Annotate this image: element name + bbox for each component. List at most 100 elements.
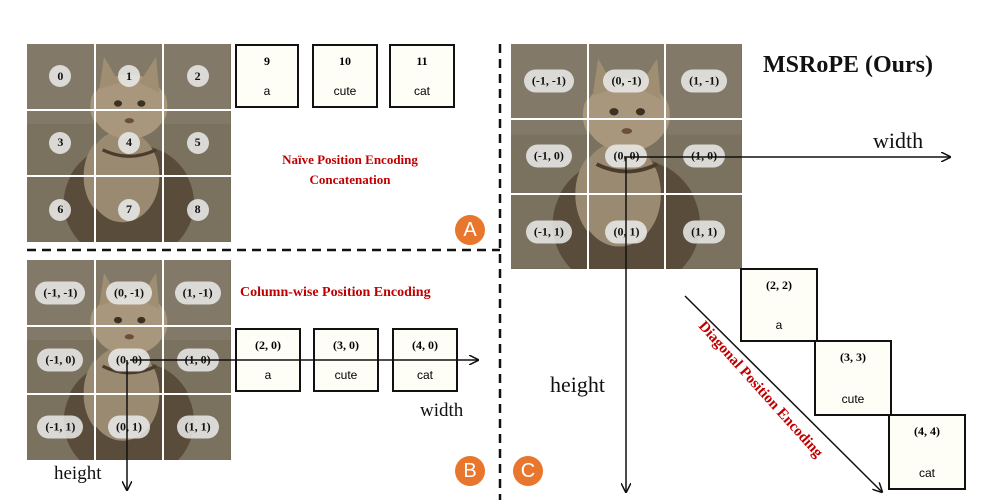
token-index: (4, 0) [412,338,438,352]
image-tile: (0, 1) [95,394,163,460]
image-tile: (1, 0) [666,119,742,194]
panel-a-image-grid: 0 1 2 3 4 5 6 7 8 [27,44,231,242]
token-index: 10 [339,54,351,68]
image-tile: (1, -1) [164,260,231,326]
position-label: (1, -1) [174,281,221,305]
token-word: cute [334,368,358,382]
image-tile: 0 [27,44,94,109]
position-label: 8 [186,198,209,221]
token-word: cute [841,392,865,406]
position-label: 7 [117,198,140,221]
image-tile: 8 [164,177,231,242]
position-label: (-1, -1) [35,281,86,305]
panel-a-token-cute: 10 cute [312,44,378,108]
token-word: a [263,84,271,98]
position-label: (1, 0) [683,144,726,168]
token-index: 9 [264,54,270,68]
image-tile: 4 [95,110,163,176]
position-label: (-1, 0) [525,144,572,168]
position-label: (0, 0) [107,348,150,372]
token-word: cat [416,368,433,382]
panel-c-token-cat: (4, 4) cat [888,414,966,490]
position-label: (0, -1) [603,69,650,93]
position-label: (-1, -1) [523,69,574,93]
position-label: 6 [49,198,72,221]
image-tile: (1, 0) [164,327,231,393]
panel-c-token-cute: (3, 3) cute [814,340,892,416]
image-tile: (-1, 1) [27,394,94,460]
image-tile: (1, -1) [666,44,742,118]
panel-a-title-line1: Naïve Position Encoding [282,152,418,167]
cat-photo-fragment [95,44,163,109]
panel-c-height-label: height [550,372,605,397]
image-tile: 2 [164,44,231,109]
position-label: 3 [49,131,72,154]
token-word: cat [413,84,430,98]
image-tile: (-1, -1) [27,260,94,326]
token-index: (3, 0) [333,338,359,352]
image-tile: 3 [27,110,94,176]
position-label: (1, -1) [681,69,728,93]
panel-b-width-label: width [420,400,464,421]
panel-c-title: MSRoPE (Ours) [763,52,933,78]
panel-b-badge: B [455,456,485,486]
panel-b-image-grid: (-1, -1) (0, -1) (1, -1) (-1, 0) (0, 0) (1, 0… [27,260,231,460]
position-label: (0, 1) [605,220,648,244]
position-label: (1, 0) [176,348,219,372]
token-index: 11 [416,54,428,68]
image-tile: (-1, 0) [27,327,94,393]
image-tile: (0, 1) [588,195,665,269]
position-label: (1, 1) [176,415,219,439]
token-index: (2, 0) [255,338,281,352]
position-label: (-1, 1) [525,220,572,244]
panel-b-token-cat: (4, 0) cat [392,328,458,392]
image-tile: 5 [164,110,231,176]
image-tile: 6 [27,177,94,242]
token-index: (2, 2) [766,278,792,292]
panel-a-token-cat: 11 cat [389,44,455,108]
token-word: a [775,318,783,332]
image-tile: (-1, -1) [511,44,587,118]
cat-photo-fragment [164,177,231,242]
position-label: (-1, 0) [37,348,84,372]
position-label: (0, 1) [107,415,150,439]
position-label: (-1, 1) [37,415,84,439]
panel-b-token-cute: (3, 0) cute [313,328,379,392]
position-label: (0, -1) [105,281,152,305]
token-word: cat [918,466,935,480]
position-label: 5 [186,131,209,154]
image-tile: (-1, 1) [511,195,587,269]
image-tile: (0, 0) [95,327,163,393]
image-tile: 1 [95,44,163,109]
panel-b-height-label: height [54,463,102,484]
cat-photo-fragment [27,110,94,176]
image-tile: (0, 0) [588,119,665,194]
panel-a-title: Naïve Position Encoding Concatenation [250,150,450,190]
panel-c-width-label: width [873,128,924,153]
panel-a-token-a: 9 a [235,44,299,108]
position-label: (0, 0) [605,144,648,168]
image-tile: (-1, 0) [511,119,587,194]
cat-photo-fragment [95,110,163,176]
position-label: 1 [117,65,140,88]
position-label: 0 [49,65,72,88]
panel-c-image-grid: (-1, -1) (0, -1) (1, -1) (-1, 0) (0, 0) (1, 0… [511,44,742,269]
position-label: (1, 1) [683,220,726,244]
position-label: 4 [117,131,140,154]
image-tile: 7 [95,177,163,242]
panel-c-token-a: (2, 2) a [740,268,818,342]
panel-a-badge: A [455,215,485,245]
panel-c-badge: C [513,456,543,486]
position-label: 2 [186,65,209,88]
panel-b-title: Column-wise Position Encoding [240,285,431,300]
image-tile: (1, 1) [164,394,231,460]
token-index: (4, 4) [914,424,940,438]
panel-b-token-a: (2, 0) a [235,328,301,392]
token-word: cute [333,84,357,98]
image-tile: (0, -1) [95,260,163,326]
token-index: (3, 3) [840,350,866,364]
image-tile: (1, 1) [666,195,742,269]
image-tile: (0, -1) [588,44,665,118]
cat-photo-fragment [164,44,231,109]
panel-a-title-line2: Concatenation [309,172,391,187]
